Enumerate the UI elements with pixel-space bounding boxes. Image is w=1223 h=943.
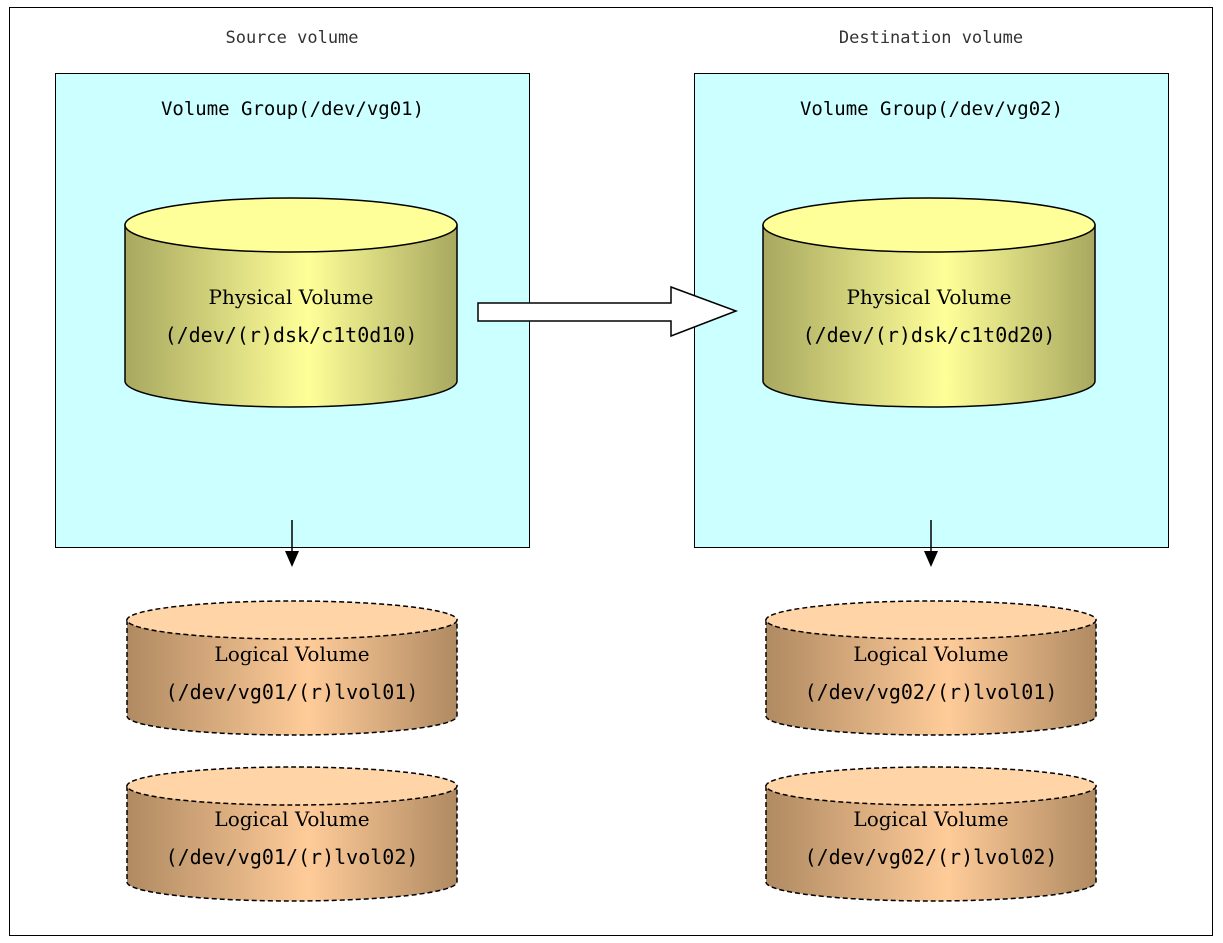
destination-logical-volume-2: Logical Volume (/dev/vg02/(r)lvol02) xyxy=(765,766,1097,903)
source-physical-volume-label: Physical Volume xyxy=(208,285,374,309)
source-physical-volume-path: (/dev/(r)dsk/c1t0d10) xyxy=(164,323,418,347)
destination-volume-title: Destination volume xyxy=(838,28,1024,48)
destination-physical-volume: Physical Volume (/dev/(r)dsk/c1t0d20) xyxy=(762,181,1096,409)
destination-logical-volume-2-path: (/dev/vg02/(r)lvol02) xyxy=(804,845,1058,869)
destination-logical-volume-1-label: Logical Volume xyxy=(853,642,1009,666)
source-volume-group-label: Volume Group(/dev/vg01) xyxy=(160,98,425,120)
source-volume-title: Source volume xyxy=(225,28,359,48)
destination-logical-volume-1-path: (/dev/vg02/(r)lvol01) xyxy=(804,680,1058,704)
destination-physical-volume-path: (/dev/(r)dsk/c1t0d20) xyxy=(802,323,1056,347)
destination-volume-group-label: Volume Group(/dev/vg02) xyxy=(799,98,1064,120)
destination-physical-volume-label: Physical Volume xyxy=(846,285,1012,309)
source-logical-volume-2-path: (/dev/vg01/(r)lvol02) xyxy=(165,845,419,869)
source-logical-volume-1: Logical Volume (/dev/vg01/(r)lvol01) xyxy=(126,600,458,737)
source-logical-volume-1-path: (/dev/vg01/(r)lvol01) xyxy=(165,680,419,704)
source-physical-volume: Physical Volume (/dev/(r)dsk/c1t0d10) xyxy=(124,181,458,409)
destination-logical-volume-2-label: Logical Volume xyxy=(853,807,1009,831)
destination-logical-volume-1: Logical Volume (/dev/vg02/(r)lvol01) xyxy=(765,600,1097,737)
source-logical-volume-2-label: Logical Volume xyxy=(214,807,370,831)
source-logical-volume-1-label: Logical Volume xyxy=(214,642,370,666)
source-logical-volume-2: Logical Volume (/dev/vg01/(r)lvol02) xyxy=(126,766,458,903)
